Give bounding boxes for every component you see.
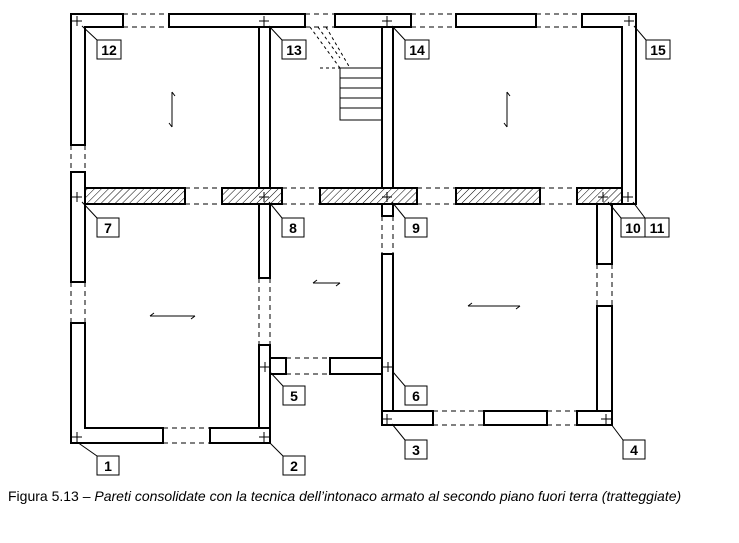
node-label-11: 11 [650, 220, 665, 236]
figure-caption: Figura 5.13 – Pareti consolidate con la … [8, 487, 733, 506]
floor-plan-diagram: 1 2 3 4 5 6 7 8 9 10 11 12 13 14 15 [70, 13, 671, 476]
node-label-15: 15 [650, 42, 666, 58]
node-label-5: 5 [290, 388, 298, 404]
floor-span-arrows [149, 91, 521, 320]
node-label-9: 9 [412, 220, 420, 236]
node-label-boxes [96, 39, 671, 476]
hatched-reinforced-walls [84, 187, 623, 205]
leader-lines [76, 25, 647, 457]
caption-text: Pareti consolidate con la tecnica dell’i… [94, 488, 682, 504]
dashed-openings [70, 13, 613, 444]
node-label-8: 8 [289, 220, 297, 236]
node-label-14: 14 [409, 42, 425, 58]
node-label-12: 12 [101, 42, 117, 58]
caption-prefix: Figura 5.13 – [8, 488, 95, 504]
node-label-4: 4 [630, 442, 638, 458]
node-label-10: 10 [625, 220, 641, 236]
node-crosses [72, 16, 634, 442]
node-label-3: 3 [412, 442, 420, 458]
node-label-7: 7 [104, 220, 112, 236]
staircase [309, 26, 383, 121]
walls [70, 13, 637, 444]
node-label-6: 6 [412, 388, 420, 404]
node-label-1: 1 [104, 458, 112, 474]
node-labels: 1 2 3 4 5 6 7 8 9 10 11 12 13 14 15 [101, 42, 666, 474]
node-label-13: 13 [286, 42, 302, 58]
node-label-2: 2 [290, 458, 298, 474]
